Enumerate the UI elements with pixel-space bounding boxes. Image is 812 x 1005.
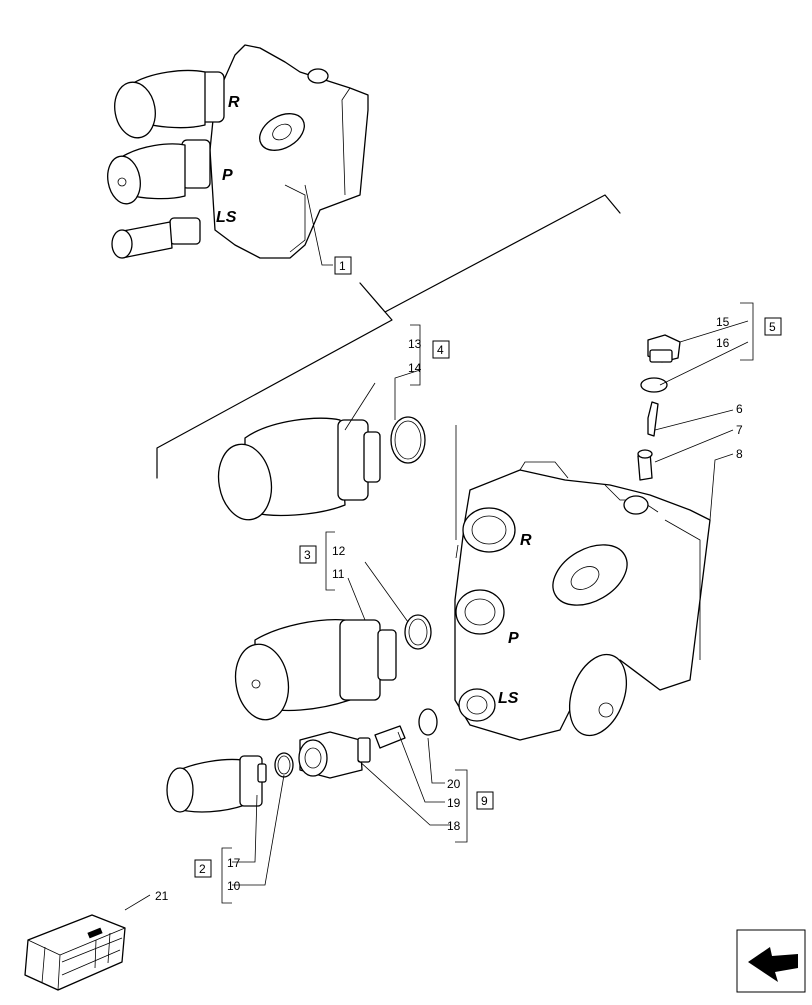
body-port-label-r: R xyxy=(520,532,532,549)
callout-21: 21 xyxy=(155,889,169,903)
callout-19: 19 xyxy=(447,796,461,810)
svg-text:5: 5 xyxy=(769,320,776,334)
callout-5: 5 xyxy=(764,317,782,336)
port-label-ls: LS xyxy=(216,209,237,226)
callout-8: 8 xyxy=(736,447,743,461)
valve-body: R P LS xyxy=(454,461,711,741)
callout-1: 1 xyxy=(334,256,352,275)
callout-20: 20 xyxy=(447,777,461,791)
callout-10: 10 xyxy=(227,879,241,893)
body-port-label-p: P xyxy=(508,630,519,647)
callout-7: 7 xyxy=(736,423,743,437)
plug-assembly xyxy=(166,752,294,813)
callout-4: 4 xyxy=(432,340,450,359)
callout-3: 3 xyxy=(299,545,317,564)
svg-text:2: 2 xyxy=(199,862,206,876)
port-label-r: R xyxy=(228,94,240,111)
crate-kit-icon xyxy=(24,914,126,991)
svg-text:3: 3 xyxy=(304,548,311,562)
svg-text:4: 4 xyxy=(437,343,444,357)
cartridge-upper xyxy=(217,416,426,521)
svg-text:9: 9 xyxy=(481,794,488,808)
callout-13: 13 xyxy=(408,337,422,351)
callout-9: 9 xyxy=(476,791,494,810)
cartridge-lower xyxy=(234,614,432,721)
callout-16: 16 xyxy=(716,336,730,350)
callout-17: 17 xyxy=(227,856,241,870)
callout-2: 2 xyxy=(194,859,212,878)
body-port-label-ls: LS xyxy=(498,690,519,707)
arrow-navigate-icon[interactable] xyxy=(736,929,806,993)
assembled-valve: R P LS xyxy=(107,44,369,259)
pin-and-sleeve xyxy=(637,401,659,481)
callout-12: 12 xyxy=(332,544,346,558)
explode-guide-line xyxy=(156,194,621,479)
port-label-p: P xyxy=(222,167,233,184)
callout-18: 18 xyxy=(447,819,461,833)
callout-14: 14 xyxy=(408,361,422,375)
svg-text:1: 1 xyxy=(339,259,346,273)
callout-11: 11 xyxy=(332,567,345,581)
check-valve-kit xyxy=(298,708,438,779)
callout-15: 15 xyxy=(716,315,730,329)
port-plug xyxy=(640,334,681,393)
callout-6: 6 xyxy=(736,402,743,416)
